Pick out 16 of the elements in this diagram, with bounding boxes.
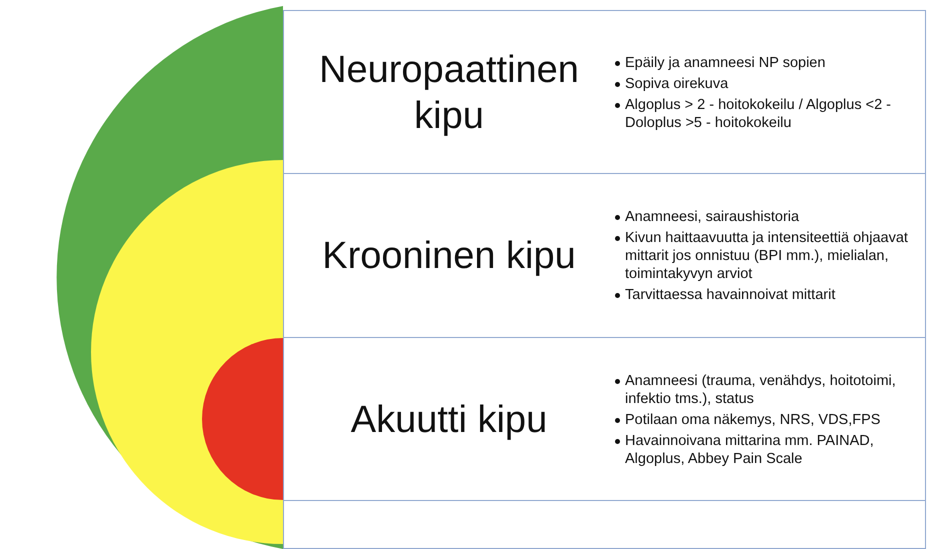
category-heading: Neuropaattinen kipu [318,48,580,138]
bullet-item: Sopiva oirekuva [614,74,919,92]
empty-panel [283,500,926,549]
bullet-item: Kivun haittaavuutta ja intensiteettiä ohjaavat mittarit jos onnistuu (BPI mm.), mielialan, toimintakyvyn arviot [614,229,919,283]
bullet-item: Anamneesi, sairaushistoria [614,208,919,226]
category-panel [283,337,926,502]
category-panel [283,10,926,175]
bullet-item: Havainnoivana mittarina mm. PAINAD, Algoplus, Abbey Pain Scale [614,432,919,468]
bullet-item: Potilaan oma näkemys, NRS, VDS,FPS [614,410,919,428]
category-heading: Krooninen kipu [321,234,577,279]
category-panel [283,173,926,339]
bullet-item: Algoplus > 2 - hoitokokeilu / Algoplus <2 - Doloplus >5 - hoitokokeilu [614,96,919,132]
bullet-item: Epäily ja anamneesi NP sopien [614,54,919,72]
category-heading: Akuutti kipu [350,398,548,442]
bullet-item: Anamneesi (trauma, venähdys, hoitotoimi, infektio tms.), status [614,372,919,408]
bullet-item: Tarvittaessa havainnoivat mittarit [614,286,919,304]
